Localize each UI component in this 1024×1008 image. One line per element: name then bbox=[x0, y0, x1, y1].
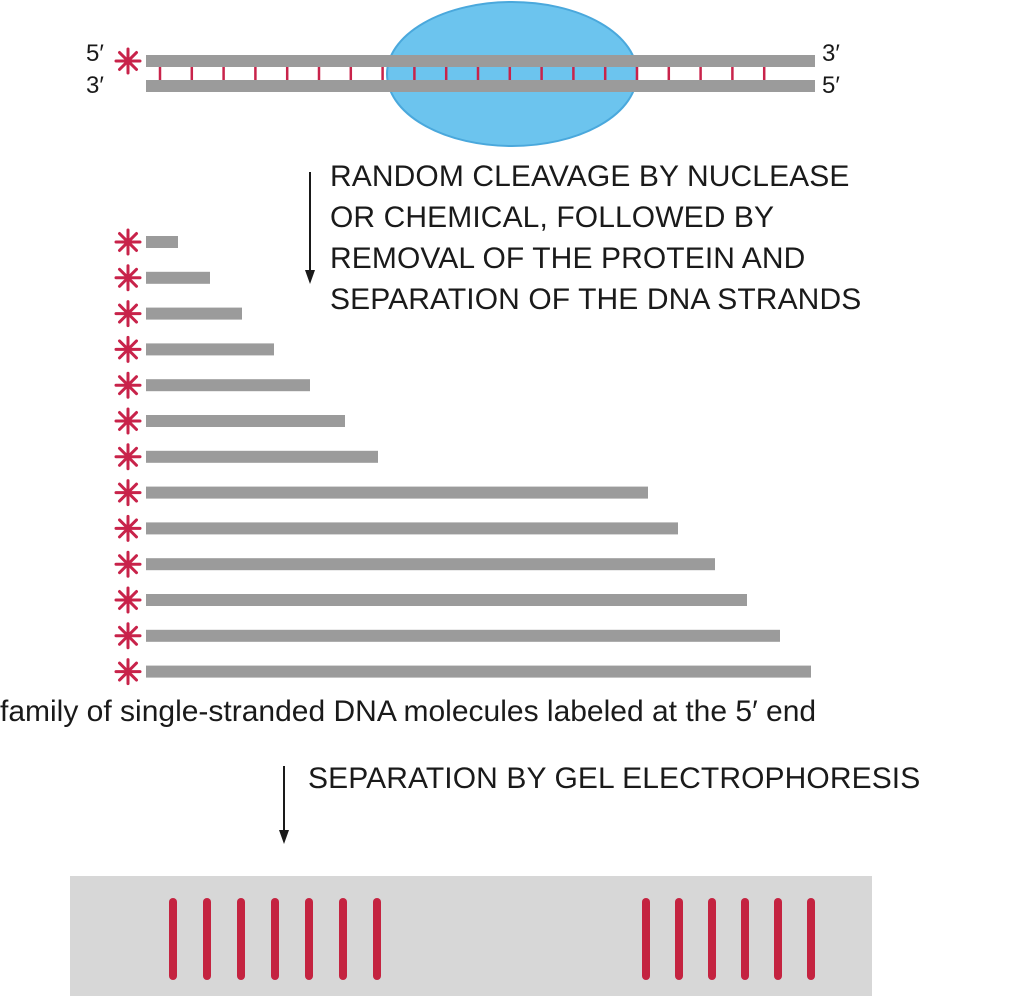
dna-fragment bbox=[114, 407, 345, 435]
dna-fragment bbox=[114, 335, 274, 363]
fragment-strand bbox=[146, 522, 678, 535]
fragment-strand bbox=[146, 271, 210, 284]
gel-band bbox=[741, 898, 749, 980]
dna-fragment bbox=[114, 622, 780, 650]
radiolabel-asterisk bbox=[114, 407, 142, 435]
top-strand-5-prime-label: 5′ bbox=[86, 40, 104, 67]
gel-band bbox=[708, 898, 716, 980]
radiolabel-asterisk bbox=[114, 264, 142, 292]
fragment-strand bbox=[146, 629, 780, 642]
fragment-strand bbox=[146, 450, 378, 463]
fragment-strand bbox=[146, 343, 274, 356]
dna-fragment bbox=[114, 514, 678, 542]
dna-fragment bbox=[114, 479, 648, 507]
step2-description: SEPARATION BY GEL ELECTROPHORESIS bbox=[308, 762, 921, 795]
radiolabel-asterisk bbox=[114, 371, 142, 399]
step1-arrow bbox=[305, 172, 315, 284]
gel-slab bbox=[70, 876, 872, 996]
gel-band bbox=[339, 898, 347, 980]
dna-fragment bbox=[114, 443, 378, 471]
dna-fragment bbox=[114, 228, 178, 256]
bottom-strand-3-prime-label: 3′ bbox=[86, 72, 104, 99]
step1-line: SEPARATION OF THE DNA STRANDS bbox=[330, 283, 862, 316]
step2-arrow bbox=[279, 766, 289, 844]
bottom-strand-5-prime-label: 5′ bbox=[822, 72, 840, 99]
dna-fragment bbox=[114, 550, 715, 578]
step1-line: REMOVAL OF THE PROTEIN AND bbox=[330, 242, 806, 275]
dna-fragment bbox=[114, 658, 811, 686]
radiolabel-asterisk bbox=[114, 586, 142, 614]
gel-band bbox=[305, 898, 313, 980]
fragment-family bbox=[114, 228, 811, 686]
gel-band bbox=[774, 898, 782, 980]
top-strand bbox=[146, 55, 815, 67]
step1-line: OR CHEMICAL, FOLLOWED BY bbox=[330, 201, 775, 234]
fragment-family-caption: family of single-stranded DNA molecules … bbox=[0, 695, 817, 728]
top-strand-3-prime-label: 3′ bbox=[822, 40, 840, 67]
radiolabel-asterisk bbox=[114, 443, 142, 471]
duplex-label-asterisk bbox=[114, 47, 142, 75]
radiolabel-asterisk bbox=[114, 514, 142, 542]
gel-band bbox=[169, 898, 177, 980]
gel bbox=[70, 876, 872, 996]
radiolabel-asterisk bbox=[114, 300, 142, 328]
fragment-strand bbox=[146, 665, 811, 678]
gel-band bbox=[642, 898, 650, 980]
dna-duplex bbox=[114, 1, 815, 147]
dna-fragment bbox=[114, 586, 747, 614]
fragment-strand bbox=[146, 236, 178, 248]
fragment-strand bbox=[146, 307, 242, 320]
bottom-strand bbox=[146, 80, 815, 92]
fragment-strand bbox=[146, 594, 747, 606]
radiolabel-asterisk bbox=[114, 228, 142, 256]
fragment-strand bbox=[146, 379, 310, 392]
gel-band bbox=[675, 898, 683, 980]
radiolabel-asterisk bbox=[114, 479, 142, 507]
base-pair-ticks bbox=[158, 67, 766, 80]
gel-band bbox=[237, 898, 245, 980]
radiolabel-asterisk bbox=[114, 335, 142, 363]
gel-bands bbox=[169, 898, 815, 980]
radiolabel-asterisk bbox=[114, 658, 142, 686]
radiolabel-asterisk bbox=[114, 622, 142, 650]
gel-band bbox=[807, 898, 815, 980]
gel-band bbox=[373, 898, 381, 980]
radiolabel-asterisk bbox=[114, 550, 142, 578]
gel-band bbox=[271, 898, 279, 980]
fragment-strand bbox=[146, 558, 715, 571]
fragment-strand bbox=[146, 415, 345, 427]
dna-fragment bbox=[114, 300, 242, 328]
dna-fragment bbox=[114, 371, 310, 399]
bound-protein bbox=[386, 1, 638, 147]
step1-line: RANDOM CLEAVAGE BY NUCLEASE bbox=[330, 160, 850, 193]
gel-band bbox=[203, 898, 211, 980]
dna-fragment bbox=[114, 264, 210, 292]
fragment-strand bbox=[146, 486, 648, 499]
